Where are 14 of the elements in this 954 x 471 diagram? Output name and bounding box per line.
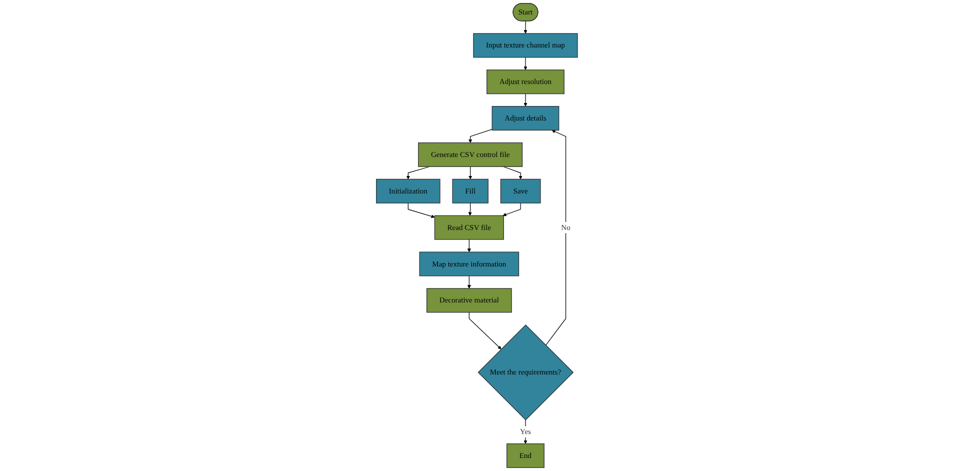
arrow: [524, 20, 528, 34]
arrow: [546, 130, 566, 346]
arrow: [468, 312, 502, 350]
arrow: [467, 239, 472, 252]
arrow: [467, 276, 472, 289]
arrow: [468, 202, 472, 216]
arrow: [468, 129, 492, 143]
arrow: [408, 202, 435, 218]
arrow: [468, 166, 472, 180]
arrow: [503, 166, 522, 180]
arrow: [524, 93, 528, 107]
arrow: [502, 202, 521, 216]
arrow: [406, 166, 430, 180]
arrow: [524, 57, 528, 70]
